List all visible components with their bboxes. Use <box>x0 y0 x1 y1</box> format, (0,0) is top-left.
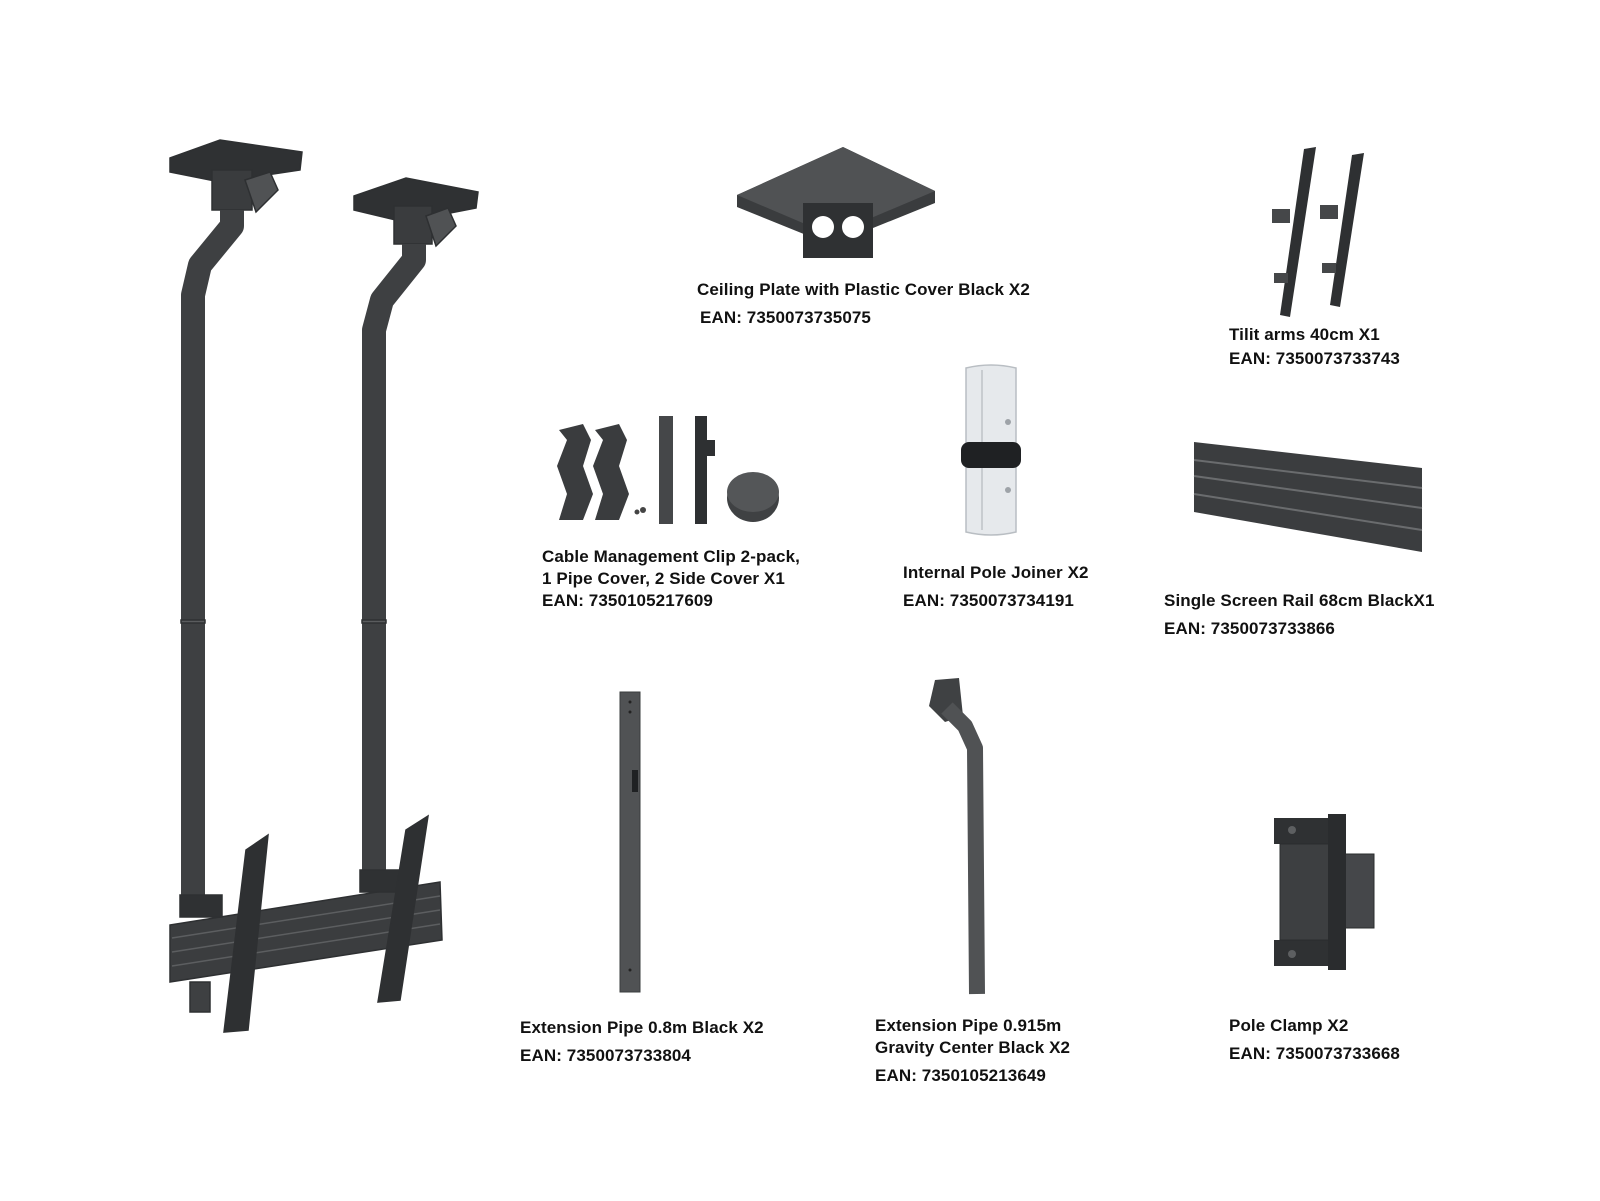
part-name: 1 Pipe Cover, 2 Side Cover X1 <box>542 569 785 588</box>
part-ean: EAN: 7350073734191 <box>903 591 1074 610</box>
part-screen-rail: Single Screen Rail 68cm BlackX1 EAN: 735… <box>1164 590 1435 640</box>
part-name: Pole Clamp X2 <box>1229 1016 1349 1035</box>
part-pole-clamp: Pole Clamp X2 EAN: 7350073733668 <box>1229 1015 1400 1065</box>
part-name: Single Screen Rail 68cm BlackX1 <box>1164 591 1435 610</box>
cable-clip-icon <box>557 416 779 524</box>
part-tilt-arms: Tilit arms 40cm X1 EAN: 7350073733743 <box>1229 324 1400 370</box>
tilt-arms-icon <box>1272 147 1364 317</box>
screen-rail-icon <box>1193 442 1423 552</box>
part-ean: EAN: 7350105217609 <box>542 591 713 610</box>
pole-joiner-icon <box>961 364 1021 536</box>
part-ean: EAN: 7350073735075 <box>700 308 871 327</box>
part-ean: EAN: 7350073733804 <box>520 1046 691 1065</box>
part-name: Ceiling Plate with Plastic Cover Black X… <box>697 280 1030 299</box>
part-ean: EAN: 7350073733743 <box>1229 349 1400 368</box>
part-cable-clip: Cable Management Clip 2-pack, 1 Pipe Cov… <box>542 546 800 612</box>
part-name: Tilit arms 40cm X1 <box>1229 325 1380 344</box>
ceiling-plate-icon <box>737 147 935 258</box>
part-pole-joiner: Internal Pole Joiner X2 EAN: 73500737341… <box>903 562 1089 612</box>
part-name: Internal Pole Joiner X2 <box>903 563 1089 582</box>
gravity-pipe-icon <box>929 678 985 995</box>
part-name: Gravity Center Black X2 <box>875 1038 1071 1057</box>
extension-pipe-icon <box>619 691 641 993</box>
part-name: Extension Pipe 0.8m Black X2 <box>520 1018 764 1037</box>
part-name: Cable Management Clip 2-pack, <box>542 547 800 566</box>
pole-clamp-icon <box>1274 814 1375 970</box>
part-ceiling-plate: Ceiling Plate with Plastic Cover Black X… <box>697 279 1030 329</box>
part-extension-pipe-0915: Extension Pipe 0.915m Gravity Center Bla… <box>875 1015 1070 1087</box>
part-ean: EAN: 7350073733866 <box>1164 619 1335 638</box>
part-ean: EAN: 7350073733668 <box>1229 1044 1400 1063</box>
part-name: Extension Pipe 0.915m <box>875 1016 1062 1035</box>
assembled-ceiling-mount-icon <box>169 139 479 1033</box>
part-extension-pipe-08: Extension Pipe 0.8m Black X2 EAN: 735007… <box>520 1017 764 1067</box>
part-ean: EAN: 7350105213649 <box>875 1066 1046 1085</box>
